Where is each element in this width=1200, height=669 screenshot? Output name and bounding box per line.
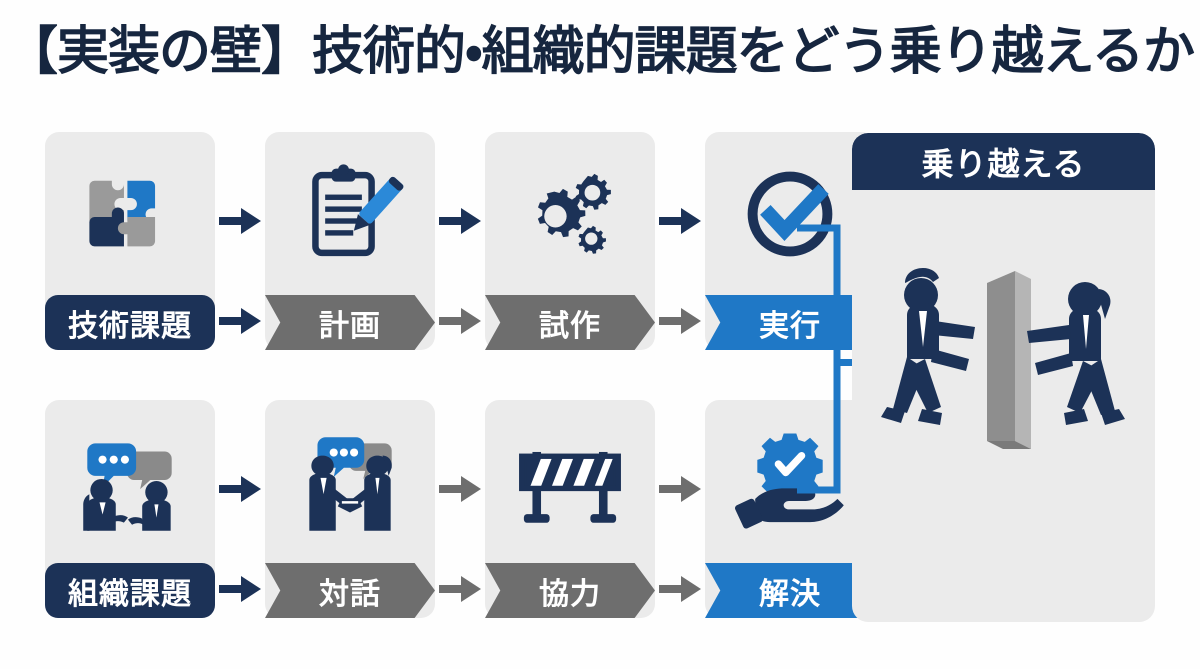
label-arrow-org-3 xyxy=(659,572,703,606)
flow-card-prototype[interactable]: 試作 xyxy=(485,132,655,350)
flow-card-plan[interactable]: 計画 xyxy=(265,132,435,350)
discussion-icon xyxy=(45,400,215,563)
flow-card-technical-issue[interactable]: 技術課題 xyxy=(45,132,215,350)
two-people-pushing-wall-icon xyxy=(852,190,1155,530)
barrier-icon xyxy=(485,400,655,563)
arrow-tech-3 xyxy=(659,204,703,238)
arrow-tech-1 xyxy=(219,204,263,238)
arrow-org-2 xyxy=(439,472,483,506)
puzzle-icon xyxy=(45,132,215,295)
flow-label-cooperation: 協力 xyxy=(485,563,655,618)
flow-card-cooperation[interactable]: 協力 xyxy=(485,400,655,618)
label-arrow-tech-2 xyxy=(439,304,483,338)
gears-icon xyxy=(485,132,655,295)
flow-label-technical-issue: 技術課題 xyxy=(45,295,215,350)
clipboard-pencil-icon xyxy=(265,132,435,295)
label-arrow-tech-1 xyxy=(219,304,263,338)
flow-label-prototype: 試作 xyxy=(485,295,655,350)
flow-label-dialogue: 対話 xyxy=(265,563,435,618)
flow-card-resolution[interactable]: 解決 xyxy=(705,400,875,618)
flow-card-dialogue[interactable]: 対話 xyxy=(265,400,435,618)
arrow-tech-2 xyxy=(439,204,483,238)
flow-label-resolution: 解決 xyxy=(705,563,875,618)
flow-card-execute[interactable]: 実行 xyxy=(705,132,875,350)
flow-label-execute: 実行 xyxy=(705,295,875,350)
page-title: 【実装の壁】技術的・組織的課題をどう乗り越えるか xyxy=(5,23,1195,81)
flow-label-organizational-issue: 組織課題 xyxy=(45,563,215,618)
flow-card-organizational-issue[interactable]: 組織課題 xyxy=(45,400,215,618)
result-panel[interactable]: 乗り越える xyxy=(852,133,1155,622)
handshake-icon xyxy=(265,400,435,563)
hand-gear-check-icon xyxy=(705,400,875,563)
flow-label-plan: 計画 xyxy=(265,295,435,350)
label-arrow-org-2 xyxy=(439,572,483,606)
result-panel-header: 乗り越える xyxy=(852,133,1155,190)
arrow-org-3 xyxy=(659,472,703,506)
arrow-org-1 xyxy=(219,472,263,506)
label-arrow-org-1 xyxy=(219,572,263,606)
label-arrow-tech-3 xyxy=(659,304,703,338)
check-circle-icon xyxy=(705,132,875,295)
